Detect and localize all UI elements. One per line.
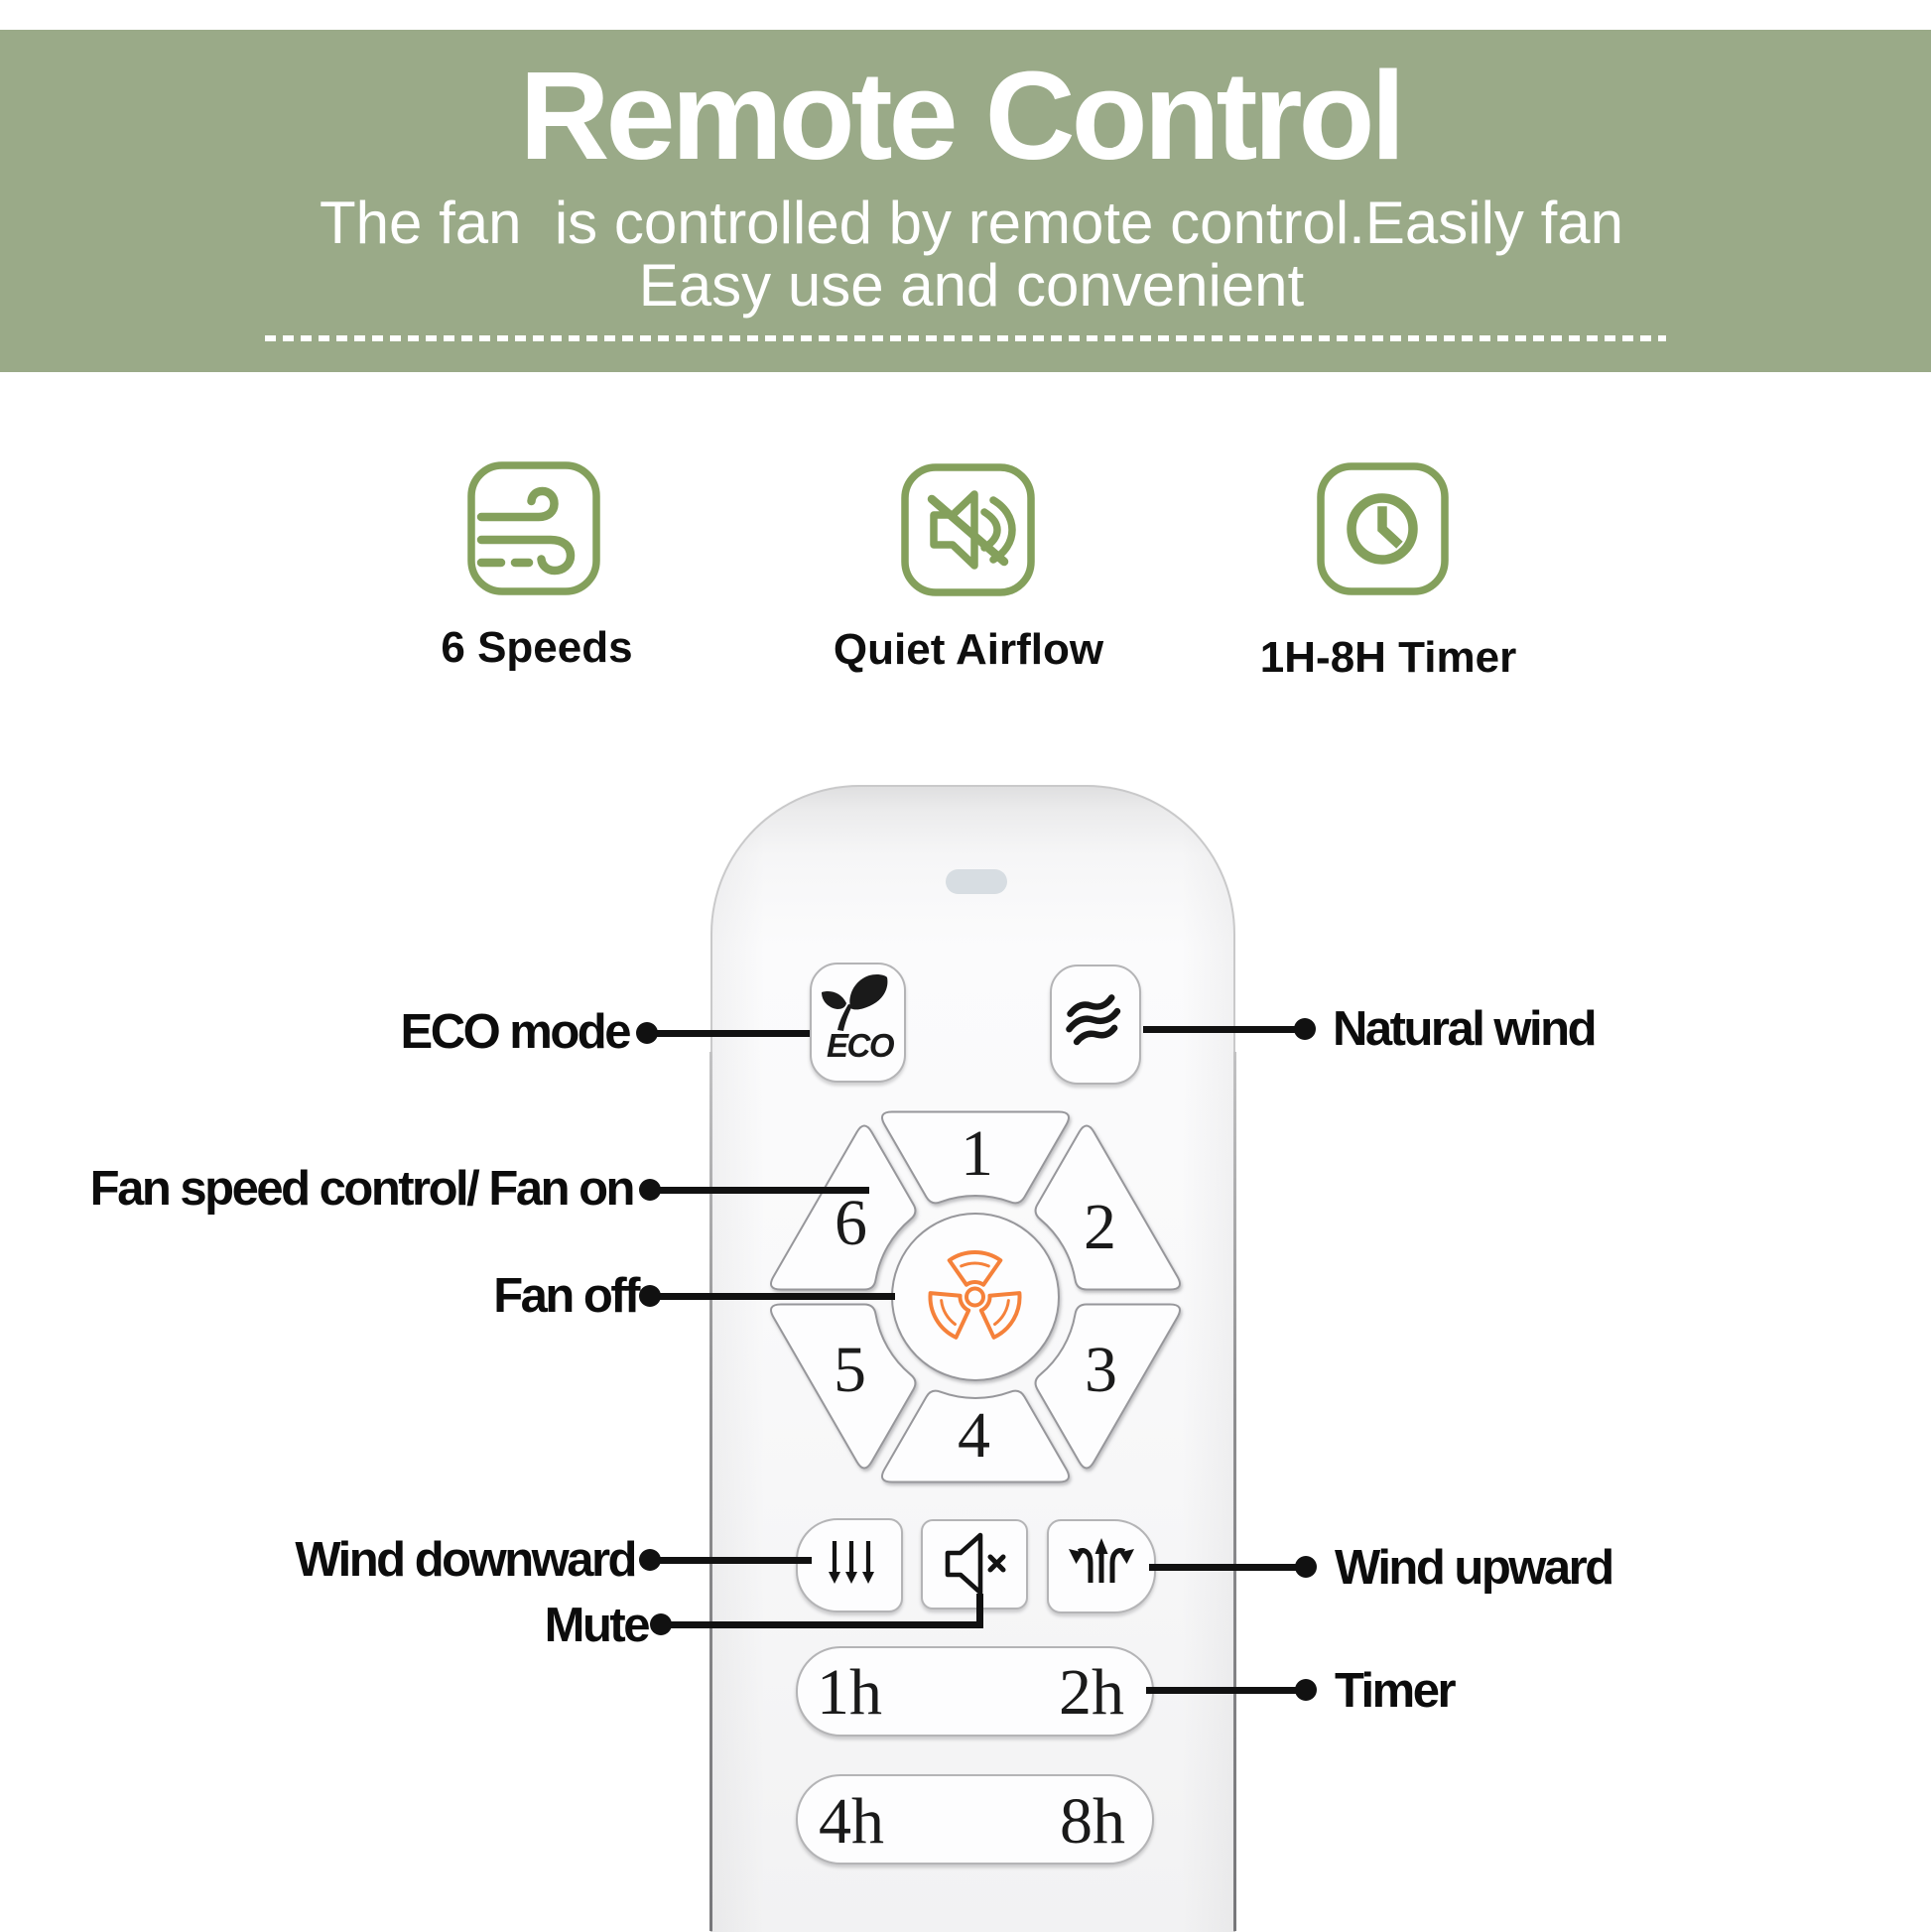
svg-text:ECO: ECO [827,1027,895,1064]
svg-text:4: 4 [958,1399,990,1472]
svg-text:1: 1 [961,1117,993,1190]
svg-text:2: 2 [1084,1191,1116,1263]
svg-text:3: 3 [1085,1334,1117,1406]
svg-text:5: 5 [834,1334,866,1406]
svg-text:6: 6 [835,1187,867,1259]
